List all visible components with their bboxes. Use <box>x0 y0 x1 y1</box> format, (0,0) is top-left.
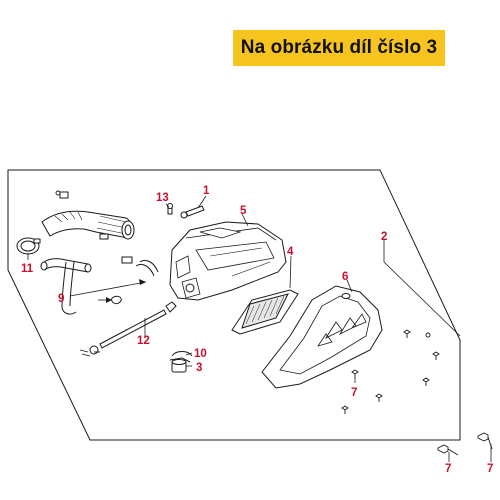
callout-3: 3 <box>196 362 202 374</box>
callout-13: 13 <box>156 192 169 204</box>
air-filter-element-part <box>231 289 299 335</box>
callout-9: 9 <box>58 293 64 305</box>
callout-6: 6 <box>342 271 348 283</box>
hose-clip-part <box>111 259 159 305</box>
highlight-banner: Na obrázku díl číslo 3 <box>233 30 445 66</box>
leader-arrows <box>106 279 146 303</box>
callout-7a: 7 <box>351 387 357 399</box>
callout-7b: 7 <box>445 463 451 475</box>
drain-tube-part <box>79 301 177 357</box>
breather-hose-part <box>40 258 92 315</box>
hose-clamp-part <box>16 237 41 255</box>
callout-1: 1 <box>203 185 210 197</box>
callout-12: 12 <box>137 335 150 347</box>
callout-2: 2 <box>381 231 387 243</box>
air-filter-cover-part <box>261 285 383 389</box>
callout-4: 4 <box>287 246 294 258</box>
intake-duct-part <box>41 191 135 264</box>
small-parts <box>94 203 205 373</box>
callout-7c: 7 <box>487 463 493 475</box>
callout-11: 11 <box>21 263 34 275</box>
air-filter-housing-part <box>169 221 287 301</box>
callout-5: 5 <box>240 205 247 217</box>
callout-10: 10 <box>194 348 207 360</box>
screws-part <box>55 190 493 456</box>
diagram-frame <box>7 169 461 441</box>
